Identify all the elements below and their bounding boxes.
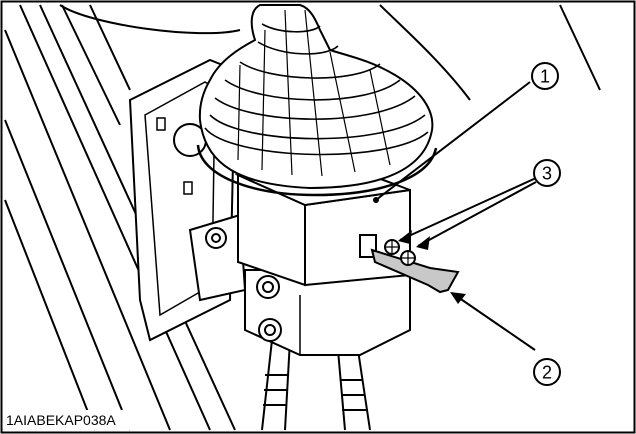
figure-code: 1AIABEKAP038A xyxy=(6,412,116,428)
control-cables xyxy=(261,339,371,431)
figure-code-bg xyxy=(4,410,154,430)
bracket-bolt xyxy=(205,227,227,249)
boot-ribs xyxy=(237,9,391,177)
callout-3-number: 3 xyxy=(542,164,552,184)
bracket-screw xyxy=(384,239,416,266)
switch-bracket xyxy=(370,248,460,294)
mounting-plate-inner xyxy=(144,81,216,317)
leader-lines xyxy=(375,81,537,351)
rubber-boot xyxy=(198,4,434,190)
plate-slot xyxy=(156,117,166,131)
callout-3: 3 xyxy=(533,159,561,187)
callout-2-number: 2 xyxy=(542,363,552,383)
callout-1: 1 xyxy=(531,62,559,90)
callout-2: 2 xyxy=(533,358,561,386)
callout-1-number: 1 xyxy=(540,67,550,87)
plate-slot xyxy=(183,181,193,195)
upper-panel xyxy=(59,4,601,101)
housing-bolt xyxy=(256,275,282,342)
leader-arrowheads xyxy=(373,197,466,304)
boot-collar xyxy=(196,144,438,197)
side-bracket xyxy=(188,213,247,302)
left-frame-members xyxy=(4,4,236,431)
